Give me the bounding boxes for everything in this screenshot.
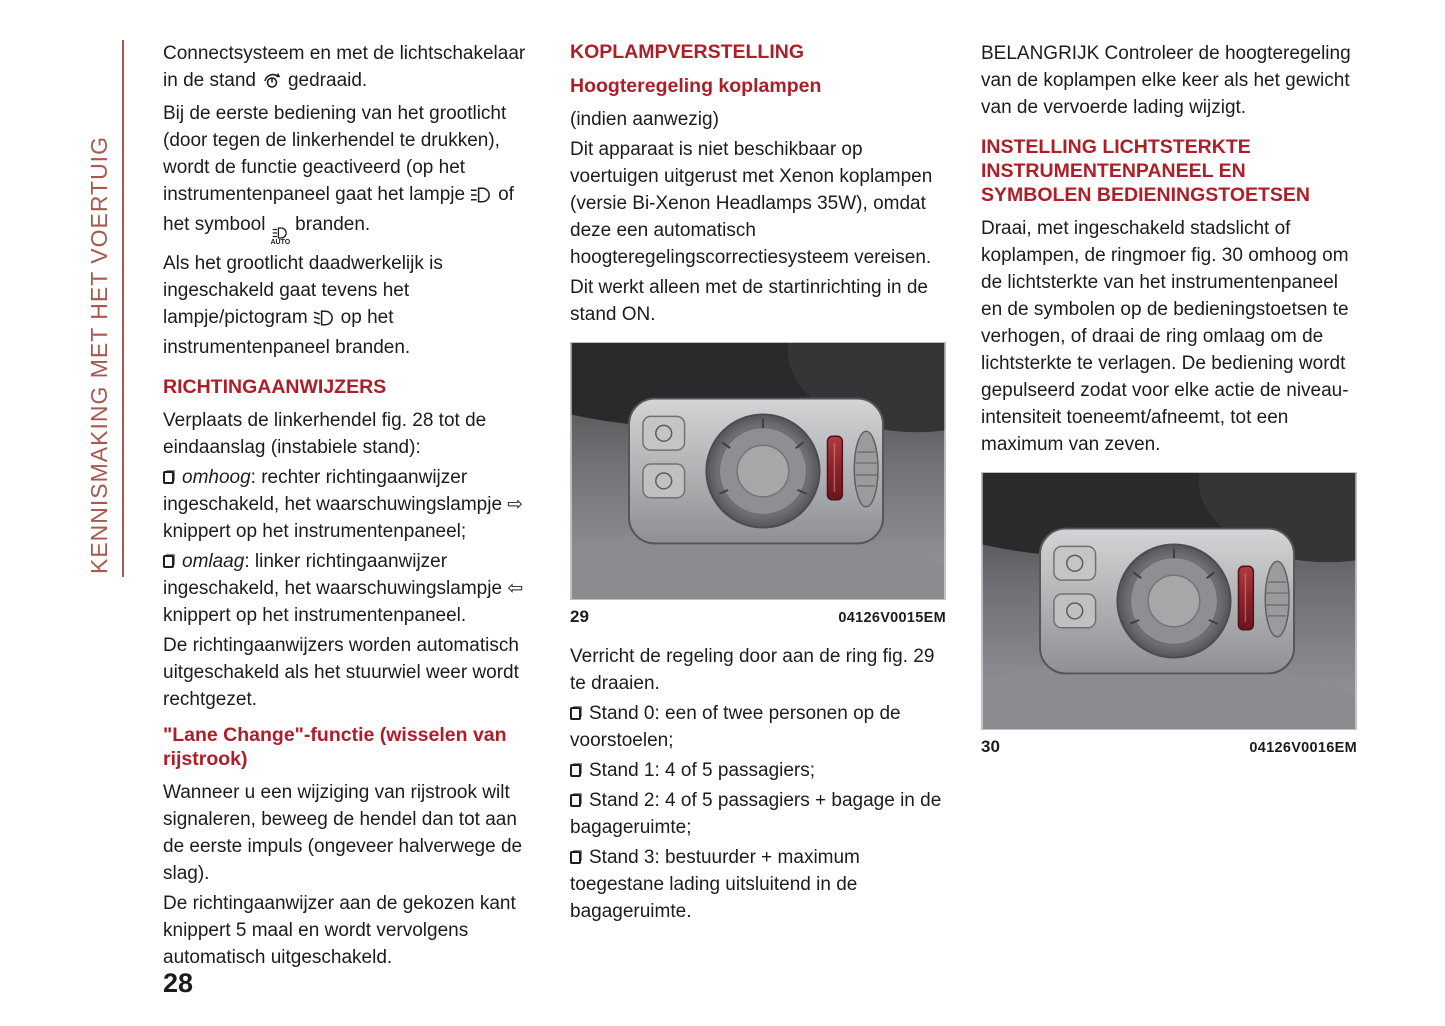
figure-number: 29 [570, 607, 589, 626]
light-switch-position-icon [261, 69, 283, 97]
figure-number: 30 [981, 737, 1000, 756]
paragraph-auto-off: De richtingaanwijzers worden automatisch… [163, 635, 519, 710]
list-item-down: omlaag: linker richtingaanwijzer ingesch… [163, 548, 535, 629]
text-segment: branden. [295, 214, 371, 235]
chapter-divider-line [122, 40, 124, 577]
paragraph-lane-change-1: Wanneer u een wijziging van rijstrook wi… [163, 782, 523, 884]
text-segment: Als het grootlicht daadwerkelijk is inge… [163, 253, 443, 328]
paragraph-low-beam: Als het grootlicht daadwerkelijk is inge… [163, 250, 535, 361]
column-left: Connectsysteem en met de lichtschakelaar… [163, 40, 535, 974]
section-heading-lane-change: "Lane Change"-functie (wisselen van rijs… [163, 724, 507, 770]
paragraph-connect-system: Connectsysteem en met de lichtschakelaar… [163, 40, 535, 97]
list-item-text: : linker richtingaanwijzer ingeschakeld,… [163, 551, 524, 626]
list-item-stand-3: Stand 3: bestuurder + maximum toegestane… [570, 844, 946, 925]
text-segment: gedraaid. [287, 70, 368, 91]
list-item-stand-1: Stand 1: 4 of 5 passagiers; [570, 757, 946, 784]
list-item-stand-2: Stand 2: 4 of 5 passagiers + bagage in d… [570, 787, 946, 841]
figure-code: 04126V0015EM [838, 610, 946, 626]
low-beam-indicator-icon [313, 307, 336, 334]
figure-29-caption: 29 04126V0015EM [570, 607, 946, 627]
paragraph-brightness: Draai, met ingeschakeld stadslicht of ko… [981, 218, 1349, 455]
section-heading-richtingaanwijzers: RICHTINGAANWIJZERS [163, 376, 387, 398]
column-right: BELANGRIJK Controleer de hoogteregeling … [981, 40, 1357, 773]
list-item-stand-0: Stand 0: een of twee personen op de voor… [570, 700, 946, 754]
square-bullet-icon [570, 794, 581, 807]
list-item-text: Stand 3: bestuurder + maximum toegestane… [570, 847, 860, 922]
square-bullet-icon [163, 555, 174, 568]
text-segment: op het instrumentenpaneel branden. [163, 307, 411, 358]
subsection-heading-hoogteregeling: Hoogteregeling koplampen [570, 75, 822, 97]
paragraph-ignition-on: Dit werkt alleen met de startinrichting … [570, 277, 928, 325]
text-segment: Bij de eerste bediening van het grootlic… [163, 103, 507, 205]
paragraph-important: BELANGRIJK Controleer de hoogteregeling … [981, 43, 1351, 118]
square-bullet-icon [570, 764, 581, 777]
list-item-emphasis: omlaag [182, 551, 245, 572]
square-bullet-icon [570, 851, 581, 864]
paragraph-xenon: Dit apparaat is niet beschikbaar op voer… [570, 139, 933, 268]
paragraph-if-present: (indien aanwezig) [570, 109, 719, 130]
main-beam-indicator-icon [470, 184, 493, 211]
page-number: 28 [163, 968, 194, 998]
paragraph-lane-change-2: De richtingaanwijzer aan de gekozen kant… [163, 893, 516, 968]
column-middle: KOPLAMPVERSTELLING Hoogteregeling koplam… [570, 40, 946, 928]
auto-headlamp-icon: AUTO [270, 227, 290, 247]
paragraph-intro-indicators: Verplaats de linkerhendel fig. 28 tot de… [163, 410, 487, 458]
list-item-text: Stand 1: 4 of 5 passagiers; [589, 760, 816, 781]
list-item-text: Stand 0: een of twee personen op de voor… [570, 703, 901, 751]
text-segment: Connectsysteem en met de lichtschakelaar… [163, 43, 526, 91]
square-bullet-icon [570, 707, 581, 720]
figure-30-photo [981, 472, 1357, 730]
figure-29-photo [570, 342, 946, 600]
list-item-up: omhoog: rechter richtingaanwijzer ingesc… [163, 464, 535, 545]
figure-code: 04126V0016EM [1249, 740, 1357, 756]
figure-30-caption: 30 04126V0016EM [981, 737, 1357, 757]
text-segment: of het symbool [163, 184, 514, 235]
auto-label: AUTO [270, 239, 291, 246]
paragraph-main-beam: Bij de eerste bediening van het grootlic… [163, 100, 535, 247]
chapter-title-vertical: KENNISMAKING MET HET VOERTUIG [86, 136, 112, 574]
paragraph-ring-adjust: Verricht de regeling door aan de ring fi… [570, 646, 935, 694]
square-bullet-icon [163, 471, 174, 484]
list-item-emphasis: omhoog [182, 467, 251, 488]
list-item-text: : rechter richtingaanwijzer ingeschakeld… [163, 467, 524, 542]
section-heading-koplampverstelling: KOPLAMPVERSTELLING [570, 41, 805, 63]
list-item-text: Stand 2: 4 of 5 passagiers + bagage in d… [570, 790, 942, 838]
section-heading-instelling-lichtsterkte: INSTELLING LICHTSTERKTE INSTRUMENTENPANE… [981, 136, 1311, 206]
